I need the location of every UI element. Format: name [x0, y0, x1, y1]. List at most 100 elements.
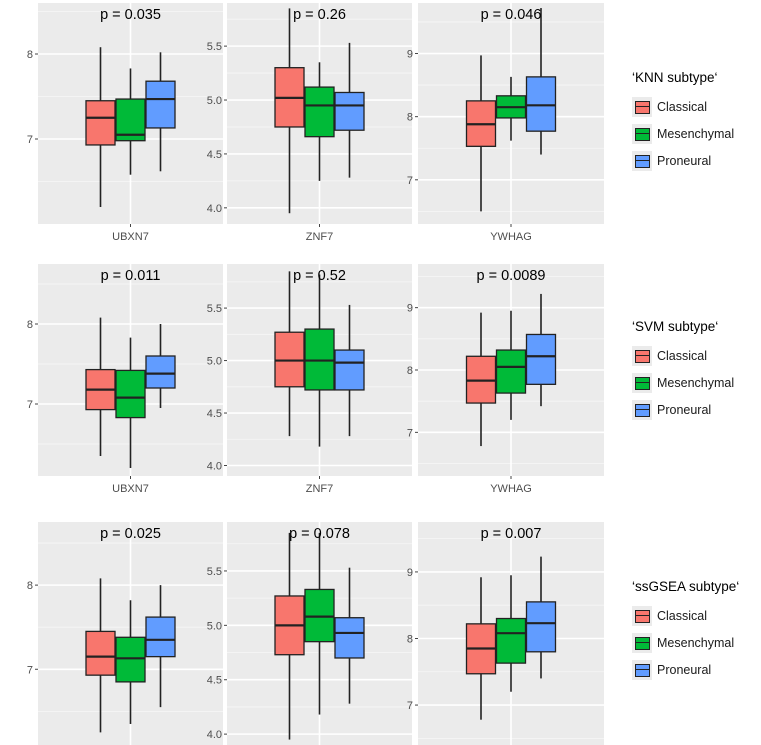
legend-label: Classical	[657, 348, 708, 363]
box-proneural	[525, 556, 557, 679]
legend-key	[632, 632, 652, 653]
legend-key	[632, 605, 652, 626]
legend-title: ‘ssGSEA subtype‘	[632, 579, 740, 594]
legend-label: Classical	[657, 608, 708, 623]
legend-label: Mesenchymal	[657, 635, 735, 650]
box-proneural	[525, 8, 557, 155]
box-proneural	[334, 42, 365, 178]
box-iqr	[334, 349, 365, 391]
y-tick-label: 5.0	[207, 356, 222, 368]
p-value-label: p = 0.078	[289, 526, 350, 542]
box-iqr	[525, 76, 557, 132]
box-classical	[465, 312, 497, 447]
y-tick-label: 7	[27, 399, 33, 411]
legend-item-proneural: Proneural	[632, 656, 761, 683]
box-classical	[274, 532, 305, 740]
y-tick-label: 4.0	[207, 203, 222, 215]
legend-ssgsea: ‘ssGSEA subtype‘ Classical Mesenchymal P…	[632, 579, 761, 683]
legend-label: Proneural	[657, 402, 712, 417]
y-tick-label: 7	[27, 134, 33, 146]
y-tick-label: 7	[407, 175, 413, 187]
box-iqr	[304, 86, 335, 138]
y-tick-label: 8	[27, 319, 33, 331]
legend-key	[632, 399, 652, 420]
legend-item-mesenchymal: Mesenchymal	[632, 629, 761, 656]
box-mesenchymal	[495, 76, 527, 141]
box-proneural	[525, 293, 557, 407]
y-tick-label: 8	[27, 49, 33, 61]
box-classical	[85, 47, 116, 207]
box-proneural	[334, 304, 365, 437]
legend-key	[632, 150, 652, 171]
x-tick-label: YWHAG	[490, 231, 532, 243]
box-iqr	[334, 617, 365, 659]
box-iqr	[115, 636, 146, 683]
legend-label: Classical	[657, 99, 708, 114]
y-tick-label: 8	[407, 633, 413, 645]
legend-label: Mesenchymal	[657, 375, 735, 390]
p-value-label: p = 0.26	[293, 7, 346, 23]
box-iqr	[145, 616, 176, 658]
panel-8: 4.04.55.05.5p = 0.078	[207, 522, 412, 745]
box-mesenchymal	[495, 575, 527, 692]
box-classical	[274, 8, 305, 214]
y-tick-label: 5.5	[207, 41, 222, 53]
legend-item-classical: Classical	[632, 602, 761, 629]
x-tick-label: ZNF7	[306, 483, 334, 495]
x-tick-label: UBXN7	[112, 483, 149, 495]
y-tick-label: 4.0	[207, 729, 222, 741]
p-value-label: p = 0.046	[481, 7, 542, 23]
legend-title: ‘KNN subtype‘	[632, 70, 718, 85]
legend-label: Mesenchymal	[657, 126, 735, 141]
x-tick-label: UBXN7	[112, 231, 149, 243]
y-tick-label: 4.5	[207, 408, 222, 420]
y-tick-label: 8	[407, 365, 413, 377]
legend-item-proneural: Proneural	[632, 396, 761, 423]
box-iqr	[145, 80, 176, 129]
box-iqr	[85, 100, 116, 146]
legend-key	[632, 96, 652, 117]
y-tick-label: 5.5	[207, 566, 222, 578]
box-iqr	[145, 355, 176, 389]
legend-title: ‘SVM subtype‘	[632, 319, 719, 334]
p-value-label: p = 0.52	[293, 268, 346, 284]
box-classical	[465, 577, 497, 720]
y-tick-label: 4.5	[207, 675, 222, 687]
p-value-label: p = 0.035	[100, 7, 161, 23]
box-classical	[274, 271, 305, 437]
box-mesenchymal	[115, 68, 146, 175]
legend-item-mesenchymal: Mesenchymal	[632, 120, 761, 147]
legend-item-classical: Classical	[632, 93, 761, 120]
y-tick-label: 9	[407, 567, 413, 579]
box-mesenchymal	[304, 62, 335, 181]
box-classical	[465, 55, 497, 212]
legend-key	[632, 345, 652, 366]
y-tick-label: 9	[407, 49, 413, 61]
box-mesenchymal	[115, 337, 146, 468]
y-tick-label: 7	[407, 427, 413, 439]
panel-7: 78p = 0.025	[27, 522, 223, 745]
legend-item-mesenchymal: Mesenchymal	[632, 369, 761, 396]
y-tick-label: 4.5	[207, 149, 222, 161]
y-tick-label: 7	[27, 664, 33, 676]
box-mesenchymal	[304, 274, 335, 447]
x-tick-label: ZNF7	[306, 231, 334, 243]
box-mesenchymal	[115, 600, 146, 724]
box-iqr	[525, 333, 557, 385]
box-iqr	[85, 630, 116, 676]
box-iqr	[525, 601, 557, 653]
box-iqr	[115, 369, 146, 419]
box-proneural	[145, 52, 176, 172]
y-tick-label: 9	[407, 303, 413, 315]
legend-svm: ‘SVM subtype‘ Classical Mesenchymal Pron…	[632, 319, 761, 423]
p-value-label: p = 0.0089	[477, 268, 546, 284]
legend-key	[632, 372, 652, 393]
x-tick-label: YWHAG	[490, 483, 532, 495]
p-value-label: p = 0.007	[481, 526, 542, 542]
